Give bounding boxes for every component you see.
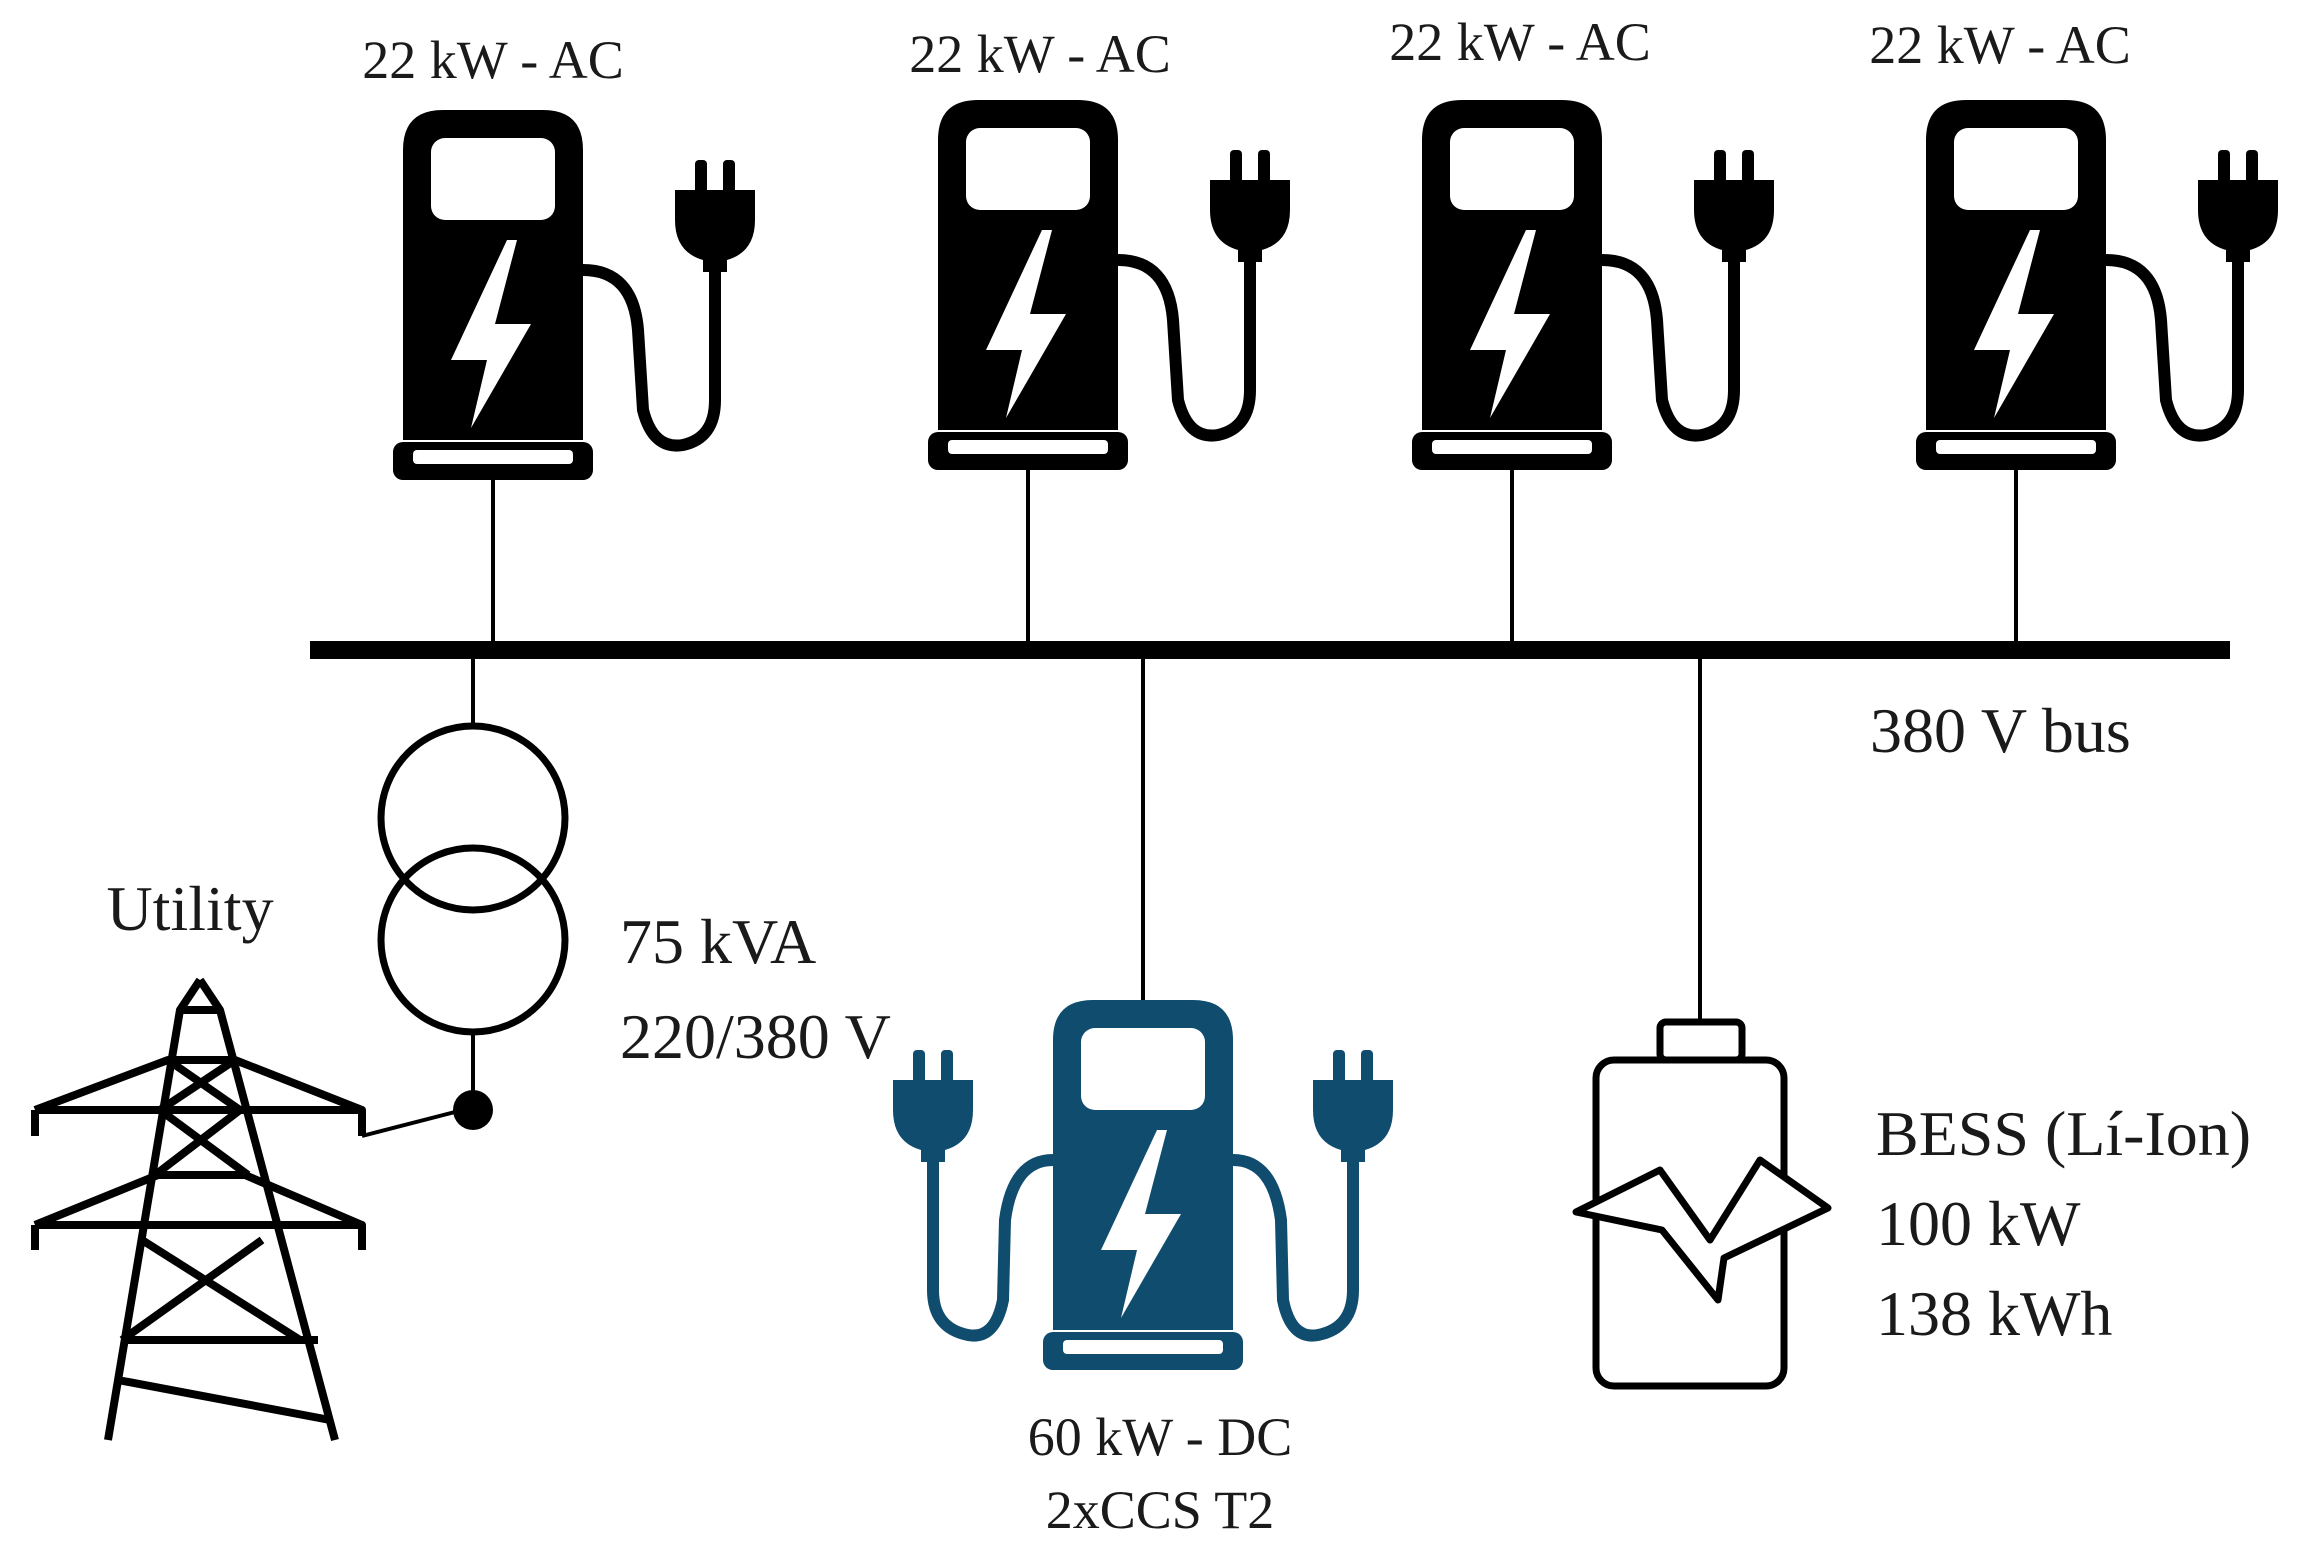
ac-charger-3-label: 22 kW - AC bbox=[1389, 12, 1651, 72]
ac-charger-1-icon bbox=[393, 110, 755, 480]
utility-tie-line bbox=[361, 1110, 456, 1138]
transmission-tower-icon bbox=[31, 977, 366, 1442]
ac-charger-1-label: 22 kW - AC bbox=[362, 30, 624, 90]
bess-type: BESS (Lí-Ion) bbox=[1876, 1098, 2251, 1169]
ac-charger-2-icon bbox=[928, 100, 1290, 470]
dc-charger-connectors: 2xCCS T2 bbox=[1046, 1480, 1275, 1540]
dc-charger-icon bbox=[893, 1000, 1393, 1370]
ac-charger-3-icon bbox=[1412, 100, 1774, 470]
ac-charger-4-icon bbox=[1916, 100, 2278, 470]
transformer-voltage: 220/380 V bbox=[620, 1001, 891, 1072]
battery-icon bbox=[1572, 1018, 1832, 1390]
transformer-rating: 75 kVA bbox=[620, 906, 816, 977]
bess-energy: 138 kWh bbox=[1876, 1278, 2112, 1349]
bus-label: 380 V bus bbox=[1870, 695, 2131, 766]
utility-label: Utility bbox=[106, 873, 273, 944]
transformer-symbol bbox=[377, 650, 569, 1110]
ac-charger-4-label: 22 kW - AC bbox=[1869, 15, 2131, 75]
bess-power: 100 kW bbox=[1876, 1188, 2081, 1259]
utility-connection-node bbox=[453, 1090, 493, 1130]
dc-charger-rating: 60 kW - DC bbox=[1028, 1407, 1293, 1467]
ac-charger-2-label: 22 kW - AC bbox=[909, 24, 1171, 84]
